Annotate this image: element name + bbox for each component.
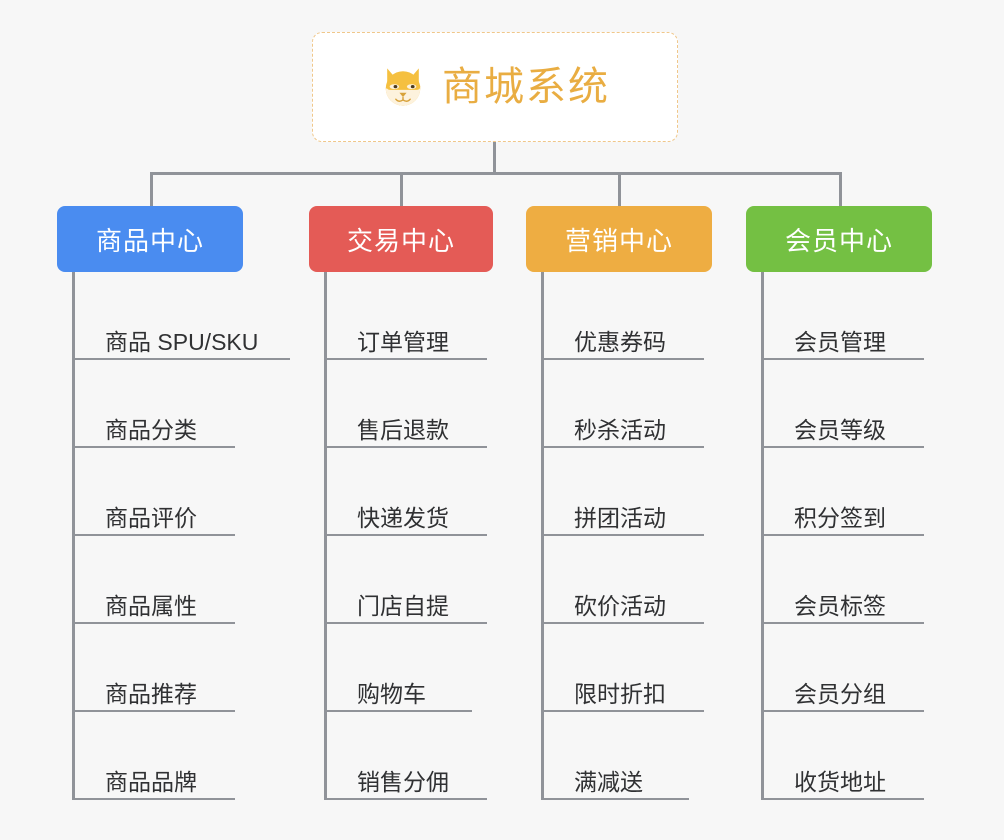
list-item[interactable]: 积分签到 — [764, 448, 924, 536]
list-item[interactable]: 秒杀活动 — [544, 360, 704, 448]
list-item[interactable]: 会员标签 — [764, 536, 924, 624]
list-item-label: 砍价活动 — [574, 592, 666, 619]
list-item-label: 商品品牌 — [105, 768, 197, 795]
connector-drop-3 — [618, 172, 621, 206]
list-item[interactable]: 商品推荐 — [75, 624, 235, 712]
list-item[interactable]: 商品分类 — [75, 360, 235, 448]
shiba-dog-face-icon — [385, 68, 421, 106]
list-item-label: 商品分类 — [105, 416, 197, 443]
connector-horizontal-bus — [150, 172, 842, 175]
leaf-list-marketing: 优惠券码 秒杀活动 拼团活动 砍价活动 限时折扣 满减送 — [541, 272, 712, 800]
category-label: 会员中心 — [784, 225, 893, 256]
list-item-label: 限时折扣 — [574, 680, 666, 707]
connector-drop-2 — [400, 172, 403, 206]
list-item[interactable]: 收货地址 — [764, 712, 924, 800]
list-item[interactable]: 会员等级 — [764, 360, 924, 448]
category-header-trade[interactable]: 交易中心 — [309, 206, 493, 272]
list-item[interactable]: 销售分佣 — [327, 712, 487, 800]
list-item[interactable]: 商品品牌 — [75, 712, 235, 800]
connector-root-stem — [493, 142, 496, 174]
category-column-product: 商品中心 商品 SPU/SKU 商品分类 商品评价 商品属性 商品推荐 商品品牌 — [57, 206, 290, 800]
connector-drop-4 — [839, 172, 842, 206]
list-item-label: 售后退款 — [357, 416, 449, 443]
list-item-label: 商品推荐 — [105, 680, 197, 707]
category-header-marketing[interactable]: 营销中心 — [526, 206, 712, 272]
list-item-label: 快递发货 — [357, 504, 449, 531]
list-item[interactable]: 快递发货 — [327, 448, 487, 536]
list-item-label: 门店自提 — [357, 592, 449, 619]
list-item[interactable]: 优惠券码 — [544, 272, 704, 360]
category-column-marketing: 营销中心 优惠券码 秒杀活动 拼团活动 砍价活动 限时折扣 满减送 — [526, 206, 712, 800]
list-item[interactable]: 商品评价 — [75, 448, 235, 536]
list-item-label: 商品 SPU/SKU — [105, 328, 259, 355]
list-item[interactable]: 会员管理 — [764, 272, 924, 360]
root-node[interactable]: 商城系统 — [312, 32, 678, 142]
list-item[interactable]: 砍价活动 — [544, 536, 704, 624]
leaf-list-member: 会员管理 会员等级 积分签到 会员标签 会员分组 收货地址 — [761, 272, 932, 800]
list-item-label: 订单管理 — [357, 328, 449, 355]
list-item[interactable]: 商品属性 — [75, 536, 235, 624]
leaf-list-product: 商品 SPU/SKU 商品分类 商品评价 商品属性 商品推荐 商品品牌 — [72, 272, 290, 800]
list-item[interactable]: 售后退款 — [327, 360, 487, 448]
list-item-label: 收货地址 — [794, 768, 886, 795]
category-header-product[interactable]: 商品中心 — [57, 206, 243, 272]
connector-drop-1 — [150, 172, 153, 206]
list-item-label: 会员标签 — [794, 592, 886, 619]
list-item-label: 积分签到 — [794, 504, 886, 531]
category-column-member: 会员中心 会员管理 会员等级 积分签到 会员标签 会员分组 收货地址 — [746, 206, 932, 800]
list-item-label: 会员等级 — [794, 416, 886, 443]
list-item[interactable]: 商品 SPU/SKU — [75, 272, 290, 360]
category-label: 营销中心 — [564, 225, 673, 256]
list-item-label: 商品评价 — [105, 504, 197, 531]
category-label: 交易中心 — [346, 225, 455, 256]
list-item[interactable]: 会员分组 — [764, 624, 924, 712]
list-item[interactable]: 限时折扣 — [544, 624, 704, 712]
list-item-label: 销售分佣 — [357, 768, 449, 795]
list-item[interactable]: 门店自提 — [327, 536, 487, 624]
list-item-label: 秒杀活动 — [574, 416, 666, 443]
category-column-trade: 交易中心 订单管理 售后退款 快递发货 门店自提 购物车 销售分佣 — [309, 206, 493, 800]
list-item[interactable]: 满减送 — [544, 712, 689, 800]
leaf-list-trade: 订单管理 售后退款 快递发货 门店自提 购物车 销售分佣 — [324, 272, 493, 800]
list-item[interactable]: 拼团活动 — [544, 448, 704, 536]
list-item-label: 会员管理 — [794, 328, 886, 355]
category-header-member[interactable]: 会员中心 — [746, 206, 932, 272]
list-item-label: 优惠券码 — [574, 328, 666, 355]
list-item-label: 购物车 — [357, 680, 426, 707]
list-item-label: 会员分组 — [794, 680, 886, 707]
root-title: 商城系统 — [442, 65, 610, 109]
category-label: 商品中心 — [95, 225, 204, 256]
list-item-label: 拼团活动 — [574, 504, 666, 531]
list-item-label: 满减送 — [574, 768, 643, 795]
list-item-label: 商品属性 — [105, 592, 197, 619]
list-item[interactable]: 订单管理 — [327, 272, 487, 360]
list-item[interactable]: 购物车 — [327, 624, 472, 712]
